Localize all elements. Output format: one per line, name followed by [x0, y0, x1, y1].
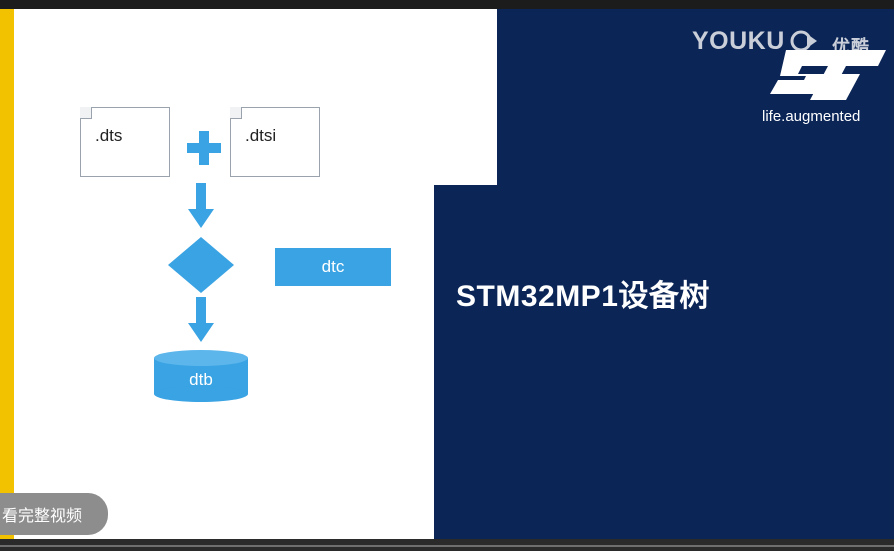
- st-tagline: life.augmented: [762, 108, 861, 125]
- dts-file-icon: .dts: [79, 106, 170, 177]
- dtsi-file-label: .dtsi: [245, 126, 277, 145]
- player-progress-track[interactable]: [0, 545, 894, 547]
- plus-icon: [187, 131, 221, 165]
- dtc-compiler-box: dtc: [275, 248, 391, 286]
- dts-file-label: .dts: [95, 126, 123, 145]
- youku-watermark: YOUKU: [692, 27, 785, 55]
- watch-full-video-button[interactable]: 看完整视频: [0, 493, 108, 535]
- dtb-database-icon: [154, 350, 248, 402]
- arrow-down-icon: [188, 297, 214, 342]
- st-logo-icon: [770, 50, 886, 100]
- dtsi-file-icon: .dtsi: [229, 106, 320, 177]
- top-bar: [0, 0, 894, 9]
- watch-full-video-label: 看完整视频: [2, 508, 83, 525]
- slide-title: STM32MP1设备树: [456, 280, 710, 313]
- arrow-down-icon: [188, 183, 214, 228]
- dtc-label: dtc: [321, 257, 345, 276]
- slide-side-bar: [0, 9, 14, 539]
- compile-diamond-icon: [168, 237, 234, 293]
- dtb-label: dtb: [189, 370, 213, 389]
- title-panel: [434, 185, 894, 539]
